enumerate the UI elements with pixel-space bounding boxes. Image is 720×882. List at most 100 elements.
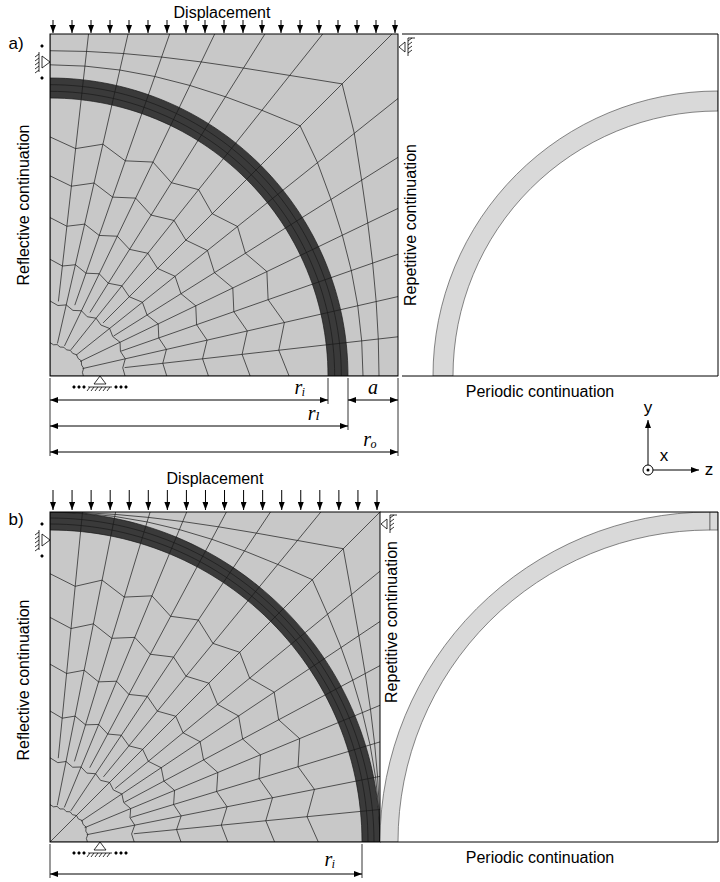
displacement-arrows: [357, 20, 358, 33]
roller-support: [87, 387, 90, 391]
dimension-ro: [50, 452, 398, 453]
mesh-lines: [75, 114, 142, 306]
displacement-arrows: [377, 490, 378, 510]
mesh-lines: [171, 34, 215, 126]
displacement-arrows: [338, 20, 339, 33]
mesh-lines: [223, 34, 322, 159]
mesh-lines: [247, 34, 392, 179]
roller-support: [35, 58, 39, 61]
mesh-lines: [271, 512, 380, 621]
mesh-lines: [50, 512, 380, 842]
layer-band: [50, 512, 380, 842]
mesh-lines: [338, 705, 380, 722]
displacement-arrows: [319, 490, 320, 510]
periodic-continuation: [433, 91, 718, 376]
extension-line: [50, 378, 51, 456]
displacement-arrows: [167, 490, 168, 510]
roller-support: [87, 853, 90, 857]
mesh-lines: [103, 601, 247, 777]
mesh-lines: [50, 51, 379, 376]
fe-mesh: [50, 34, 398, 376]
roller-support: [88, 387, 112, 388]
dimension-rl: [50, 426, 348, 427]
displacement-arrows: [148, 490, 149, 510]
roller-support: [95, 853, 98, 857]
mesh-lines: [223, 512, 270, 583]
support-symbol: [381, 515, 397, 533]
mesh-lines: [64, 126, 170, 346]
roller-support: [94, 842, 106, 850]
displacement-arrows: [110, 20, 111, 33]
roller-support: [120, 386, 122, 388]
displacement-arrows: [376, 20, 377, 33]
roller-support: [42, 56, 50, 68]
periodic-continuation: [380, 512, 718, 842]
periodic-continuation: [710, 512, 718, 530]
fe-mesh: [50, 512, 380, 842]
displacement-arrows: [224, 490, 225, 510]
mesh-lines: [285, 157, 398, 228]
roller-support: [35, 544, 39, 547]
roller-support: [41, 555, 43, 557]
mesh-lines: [114, 228, 286, 336]
axis-label: x: [660, 447, 669, 466]
mesh-lines: [50, 512, 380, 842]
displacement-arrows: [72, 20, 73, 33]
fe-mesh: [50, 512, 380, 842]
displacement-arrows: [205, 490, 206, 510]
roller-support: [35, 66, 39, 69]
roller-support: [35, 523, 50, 557]
dimension-label: a: [368, 376, 378, 398]
displacement-arrows: [186, 490, 187, 510]
roller-support: [125, 386, 127, 388]
roller-support: [35, 70, 39, 73]
support-symbol: [390, 523, 394, 526]
support-symbol: [408, 38, 412, 41]
roller-support: [95, 387, 98, 391]
roller-support: [35, 540, 39, 543]
dimension-label: rᵢ: [325, 848, 336, 870]
load-label: Displacement: [167, 470, 264, 488]
axis-label: y: [644, 399, 653, 418]
roller-support: [73, 852, 75, 854]
mesh-lines: [111, 512, 116, 536]
mesh-lines: [103, 179, 247, 323]
panel-label: b): [8, 511, 23, 530]
displacement-arrows: [338, 490, 339, 510]
displacement-arrows: [72, 490, 73, 510]
dimension-a: [348, 400, 398, 401]
coordinate-axes: [653, 470, 699, 471]
roller-support: [115, 852, 117, 854]
fe-mesh: [50, 34, 398, 376]
periodic-continuation: [433, 91, 718, 376]
roller-support: [41, 45, 43, 47]
roller-support: [73, 842, 127, 857]
roller-support: [73, 386, 75, 388]
roller-support: [35, 536, 39, 539]
roller-support: [107, 387, 110, 391]
support-symbol: [408, 50, 412, 53]
periodic-continuation: [380, 512, 710, 842]
support-symbol: [390, 527, 394, 530]
panel-label: a): [8, 35, 23, 54]
displacement-arrows: [319, 20, 320, 33]
dimension-label: rₗ: [308, 402, 321, 424]
coordinate-axes: [648, 420, 649, 465]
support-symbol: [381, 519, 387, 529]
boundary-label: Periodic continuation: [466, 849, 615, 867]
mesh-lines: [267, 98, 398, 202]
mesh-lines: [50, 512, 380, 842]
displacement-arrows: [53, 490, 54, 510]
mesh-lines: [198, 34, 265, 141]
boundary-label: Periodic continuation: [466, 383, 615, 401]
mesh-lines: [50, 34, 398, 376]
coordinate-axes: [643, 465, 653, 475]
roller-support: [78, 852, 80, 854]
roller-support: [94, 376, 106, 384]
roller-support: [35, 532, 39, 535]
mesh-lines: [309, 622, 380, 669]
mesh-lines: [50, 617, 275, 842]
mesh-lines: [83, 314, 322, 368]
extension-line: [362, 844, 363, 878]
